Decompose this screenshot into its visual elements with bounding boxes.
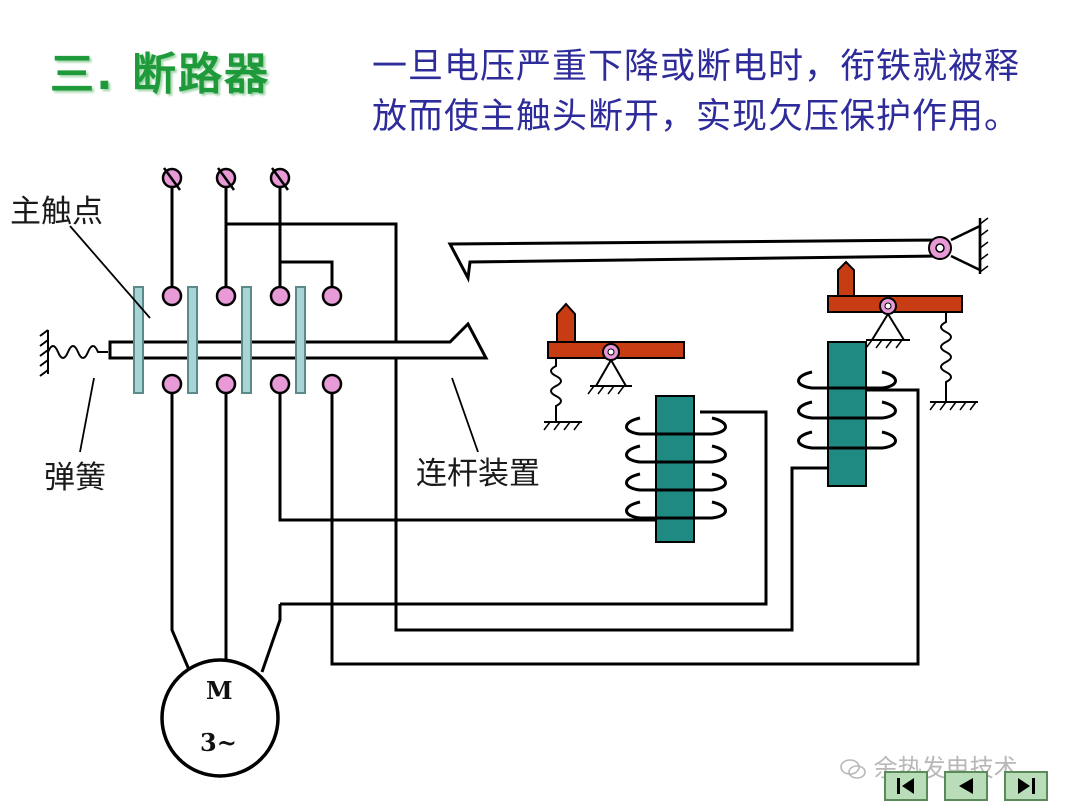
motor-lines: [170, 388, 920, 673]
linkage-rod: [108, 321, 489, 360]
undervoltage-release: [797, 260, 978, 487]
slide-description: 一旦电压严重下降或断电时，衔铁就被释放而使主触头断开，实现欠压保护作用。: [372, 47, 1021, 137]
supply-lines: [170, 180, 828, 632]
motor-symbol: [160, 658, 280, 778]
main-contact-bars: [133, 286, 306, 394]
slide-title: 三. 断路器: [50, 49, 271, 100]
previous-slide-button[interactable]: [944, 771, 988, 801]
left-spring: [39, 329, 108, 377]
next-slide-button[interactable]: [1004, 771, 1048, 801]
spring-label: 弹簧: [44, 460, 106, 496]
latch-bar: [447, 217, 989, 283]
previous-slide-icon: [959, 778, 973, 794]
next-slide-icon: [1018, 778, 1035, 794]
first-slide-button[interactable]: [884, 771, 928, 801]
linkage-label: 连杆装置: [416, 456, 540, 492]
motor-label-m: M: [206, 676, 233, 705]
motor-label-phase: 3~: [200, 728, 237, 757]
main-contact-label: 主触点: [10, 194, 103, 230]
first-slide-icon: [897, 778, 914, 794]
wechat-icon: [840, 758, 866, 780]
watermark: 余热发电技术: [840, 748, 1018, 783]
overcurrent-release: [543, 302, 727, 543]
label-leaders: [69, 225, 479, 453]
upper-contact-terminals: [161, 285, 343, 307]
